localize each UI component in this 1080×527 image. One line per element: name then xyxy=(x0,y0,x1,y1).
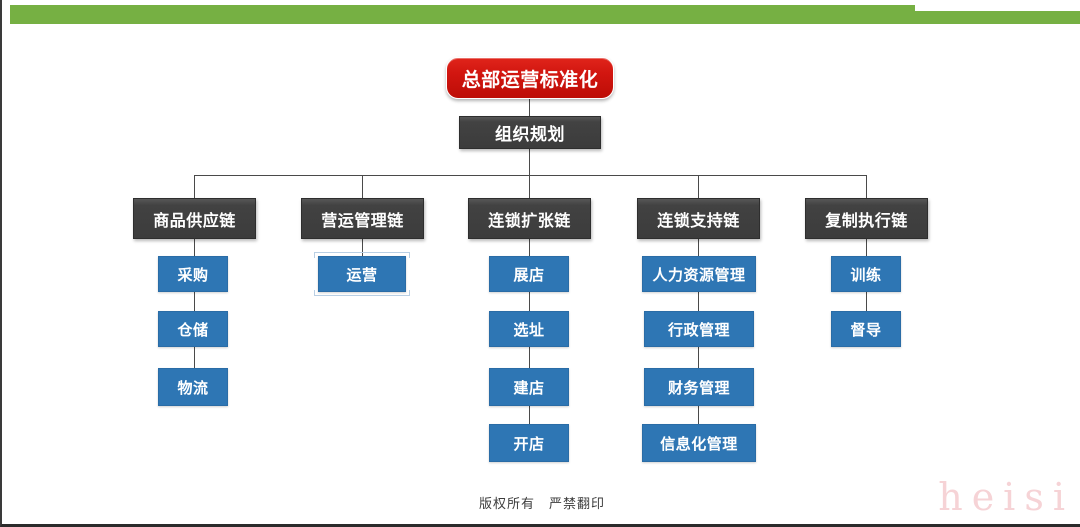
node-branch-5[interactable]: 复制执行链 xyxy=(805,198,928,239)
connector-leaf-5-1-to-5-2 xyxy=(866,292,867,311)
node-leaf-4-2-label: 行政管理 xyxy=(667,320,730,339)
node-leaf-4-4[interactable]: 信息化管理 xyxy=(642,424,756,462)
header-top-margin xyxy=(2,0,1080,5)
connector-bus-to-branch-2 xyxy=(362,175,363,198)
connector-horizontal-bus xyxy=(194,175,866,176)
node-leaf-4-4-label: 信息化管理 xyxy=(660,434,738,453)
node-leaf-1-3[interactable]: 物流 xyxy=(158,368,228,406)
node-branch-3-label: 连锁扩张链 xyxy=(488,210,571,230)
node-leaf-5-2[interactable]: 督导 xyxy=(831,311,901,347)
connector-subroot-drop xyxy=(529,149,530,175)
connector-leaf-3-3-to-3-4 xyxy=(529,406,530,424)
node-branch-2-label: 营运管理链 xyxy=(321,210,404,230)
connector-leaf-4-3-to-4-4 xyxy=(698,406,699,424)
node-leaf-5-2-label: 督导 xyxy=(850,320,882,339)
node-leaf-2-1[interactable]: 运营 xyxy=(314,252,410,296)
connector-branch-1-leaf-1 xyxy=(194,239,195,256)
node-subroot-label: 组织规划 xyxy=(495,125,565,145)
node-root[interactable]: 总部运营标准化 xyxy=(446,57,614,99)
node-leaf-4-2[interactable]: 行政管理 xyxy=(644,311,754,347)
node-branch-3[interactable]: 连锁扩张链 xyxy=(468,198,591,239)
node-branch-4-label: 连锁支持链 xyxy=(657,210,740,230)
connector-leaf-4-2-to-4-3 xyxy=(698,347,699,368)
node-branch-1[interactable]: 商品供应链 xyxy=(133,198,256,239)
node-leaf-4-1[interactable]: 人力资源管理 xyxy=(642,256,756,292)
connector-branch-4-leaf-1 xyxy=(698,239,699,256)
node-leaf-1-3-label: 物流 xyxy=(177,378,209,397)
connector-root-to-subroot xyxy=(529,99,530,116)
header-green-bar xyxy=(10,5,915,24)
node-leaf-1-2-label: 仓储 xyxy=(177,320,209,339)
connector-leaf-3-1-to-3-2 xyxy=(529,292,530,311)
watermark: heisi xyxy=(938,475,1074,519)
node-leaf-1-1[interactable]: 采购 xyxy=(158,256,228,292)
node-leaf-4-3[interactable]: 财务管理 xyxy=(644,368,754,406)
node-leaf-1-2[interactable]: 仓储 xyxy=(158,311,228,347)
copyright-note: 版权所有 严禁翻印 xyxy=(478,497,605,512)
node-leaf-3-3[interactable]: 建店 xyxy=(489,368,569,406)
connector-leaf-3-2-to-3-3 xyxy=(529,347,530,368)
connector-leaf-4-1-to-4-2 xyxy=(698,292,699,311)
connector-bus-to-branch-5 xyxy=(866,175,867,198)
connector-branch-2-leaf-1 xyxy=(362,239,363,256)
node-leaf-3-4[interactable]: 开店 xyxy=(489,424,569,462)
node-subroot[interactable]: 组织规划 xyxy=(459,116,601,149)
node-leaf-5-1[interactable]: 训练 xyxy=(831,256,901,292)
node-leaf-4-1-label: 人力资源管理 xyxy=(652,265,746,284)
node-branch-1-label: 商品供应链 xyxy=(153,210,236,230)
header-green-bar-tail xyxy=(913,11,1080,24)
connector-leaf-1-1-to-1-2 xyxy=(194,292,195,311)
node-leaf-1-1-label: 采购 xyxy=(177,265,209,284)
node-leaf-3-2-label: 选址 xyxy=(513,320,545,339)
connector-bus-to-branch-4 xyxy=(698,175,699,198)
node-root-label: 总部运营标准化 xyxy=(461,68,599,91)
node-branch-5-label: 复制执行链 xyxy=(825,210,908,230)
node-leaf-4-3-label: 财务管理 xyxy=(667,378,730,397)
node-leaf-3-4-label: 开店 xyxy=(513,434,545,453)
node-leaf-3-1[interactable]: 展店 xyxy=(489,256,569,292)
node-leaf-3-2[interactable]: 选址 xyxy=(489,311,569,347)
connector-bus-to-branch-3 xyxy=(529,175,530,198)
node-leaf-3-3-label: 建店 xyxy=(513,378,545,397)
connector-branch-3-leaf-1 xyxy=(529,239,530,256)
connector-branch-5-leaf-1 xyxy=(866,239,867,256)
node-branch-4[interactable]: 连锁支持链 xyxy=(637,198,760,239)
node-leaf-3-1-label: 展店 xyxy=(513,265,545,284)
node-branch-2[interactable]: 营运管理链 xyxy=(301,198,424,239)
connector-leaf-1-2-to-1-3 xyxy=(194,347,195,368)
node-leaf-5-1-label: 训练 xyxy=(850,265,882,284)
node-leaf-2-1-label: 运营 xyxy=(346,265,378,284)
connector-bus-to-branch-1 xyxy=(194,175,195,198)
